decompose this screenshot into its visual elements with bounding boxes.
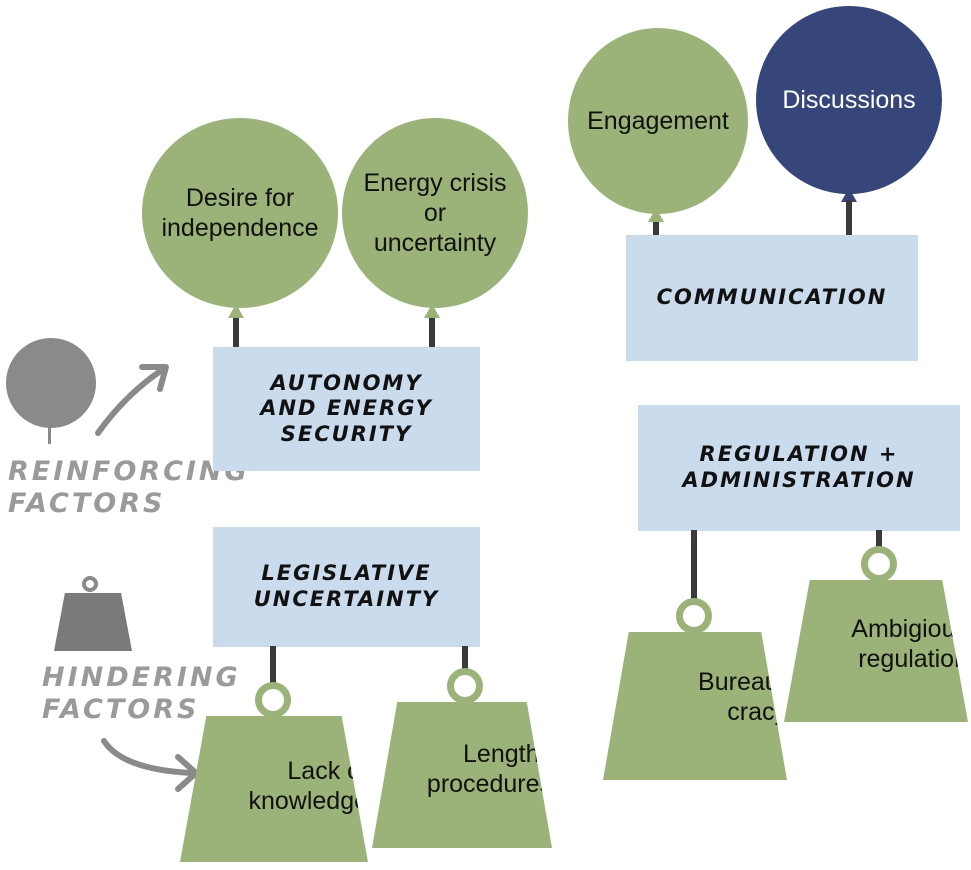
weight-lengthy-line2: procedures	[426, 770, 552, 798]
weight-ambig-string	[876, 530, 882, 550]
box-regulation-line1: REGULATION +	[699, 442, 899, 467]
weight-ambig-ring	[861, 546, 897, 582]
weight-bureaucracy: Bureau- cracy	[603, 632, 787, 780]
hindering-arrow-icon	[101, 738, 199, 792]
balloon-discussions-knot	[841, 188, 857, 202]
weight-lengthy-string	[462, 646, 468, 670]
reinforcing-line2: FACTORS	[8, 488, 166, 520]
balloon-desire-label: Desire for independence	[161, 184, 319, 242]
weight-lack-ring	[255, 682, 291, 718]
reinforcing-factors-label: REINFORCING FACTORS	[8, 456, 250, 521]
weight-lack-string	[270, 646, 276, 684]
box-autonomy-line3: SECURITY	[280, 421, 413, 446]
hindering-line1: HINDERING	[42, 662, 241, 693]
weight-ambigious-regulation: Ambigious regulation	[784, 580, 968, 722]
balloon-discussions: Discussions	[756, 6, 942, 194]
box-legislative-uncertainty: LEGISLATIVE UNCERTAINTY	[213, 527, 480, 647]
balloon-energy-string	[429, 318, 435, 348]
reinforcing-arrow-icon	[95, 364, 169, 436]
weight-bureau-line1: Bureau-	[698, 668, 787, 696]
balloon-desire-for-independence: Desire for independence	[142, 118, 338, 308]
hindering-weight-icon	[54, 593, 132, 651]
hindering-line2: FACTORS	[42, 694, 200, 726]
reinforcing-balloon-string	[48, 426, 51, 444]
balloon-energy-knot	[424, 304, 440, 318]
weight-lengthy-ring	[447, 668, 483, 704]
weight-lengthy-procedures: Lengthy procedures	[372, 702, 552, 848]
box-regulation-administration: REGULATION + ADMINISTRATION	[638, 405, 960, 531]
weight-ambig-line2: regulation	[858, 645, 968, 673]
weight-lengthy-line1: Lengthy	[463, 740, 552, 768]
weight-bureau-line2: cracy	[727, 698, 787, 726]
box-legislative-line1: LEGISLATIVE	[261, 561, 432, 586]
balloon-energy-line2: or	[423, 199, 447, 227]
weight-lack-line2: knowledge	[248, 787, 368, 815]
balloon-engagement-string	[653, 222, 659, 236]
box-autonomy-line2: AND ENERGY	[260, 396, 433, 421]
box-communication-label: COMMUNICATION	[656, 285, 888, 310]
balloon-discussions-string	[846, 200, 852, 236]
balloon-energy-crisis: Energy crisis or uncertainty	[342, 118, 528, 308]
box-communication: COMMUNICATION	[626, 235, 918, 361]
balloon-engagement-label: Engagement	[587, 107, 729, 135]
hindering-factors-label: HINDERING FACTORS	[42, 662, 241, 727]
balloon-desire-knot	[228, 304, 244, 318]
weight-bureau-string	[691, 530, 697, 600]
box-regulation-line2: ADMINISTRATION	[682, 468, 916, 492]
box-legislative-line2: UNCERTAINTY	[253, 587, 440, 611]
reinforcing-balloon-icon	[6, 338, 96, 428]
balloon-engagement-knot	[648, 208, 664, 222]
box-autonomy-line1: AUTONOMY	[270, 370, 423, 395]
reinforcing-line1: REINFORCING	[8, 456, 250, 487]
balloon-engagement: Engagement	[568, 28, 748, 214]
weight-lack-of-knowledge: Lack of knowledge	[180, 716, 368, 862]
weight-ambig-line1: Ambigious	[851, 615, 968, 643]
balloon-energy-line1: Energy crisis	[363, 169, 507, 197]
hindering-weight-ring-icon	[82, 576, 98, 592]
balloon-desire-string	[233, 318, 239, 348]
balloon-discussions-label: Discussions	[782, 86, 916, 114]
weight-bureau-ring	[676, 598, 712, 634]
weight-lack-line1: Lack of	[287, 757, 368, 785]
balloon-energy-line3: uncertainty	[373, 229, 497, 257]
box-autonomy-energy-security: AUTONOMY AND ENERGY SECURITY	[213, 347, 480, 471]
